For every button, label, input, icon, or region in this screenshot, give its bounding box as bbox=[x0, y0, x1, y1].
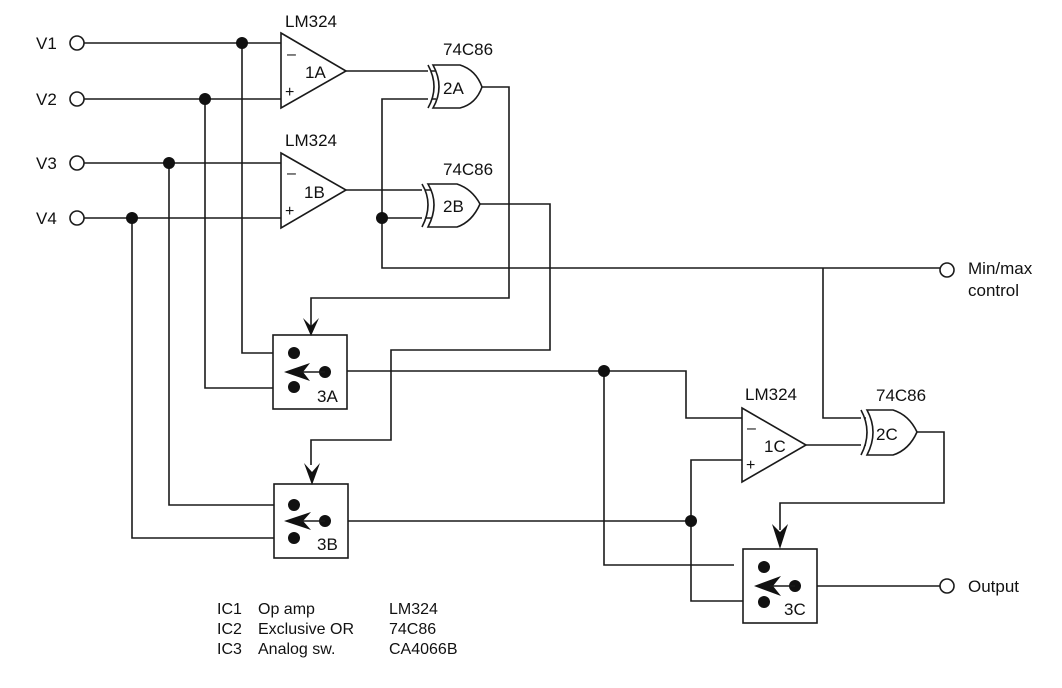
wire-3a-common bbox=[300, 370, 742, 419]
opamp-1a: – + 1A LM324 bbox=[280, 12, 348, 110]
switch-id: 3A bbox=[317, 387, 338, 406]
switch-contact bbox=[288, 499, 300, 511]
control-label-line1: Min/max bbox=[968, 259, 1033, 278]
opamp-plus: + bbox=[285, 84, 294, 101]
junction-dot bbox=[199, 93, 211, 105]
terminal-v1[interactable] bbox=[69, 35, 85, 51]
wire-2b-to-3b bbox=[310, 203, 551, 465]
opamp-part: LM324 bbox=[745, 385, 797, 404]
opamp-plus: + bbox=[285, 203, 294, 220]
opamp-symbol bbox=[741, 406, 808, 484]
legend-part: LM324 bbox=[389, 601, 438, 618]
input-label-v3: V3 bbox=[36, 154, 57, 173]
output-terminal: Output bbox=[939, 577, 1019, 596]
xor-part: 74C86 bbox=[443, 160, 493, 179]
switch-3b: 3B bbox=[273, 463, 349, 559]
xor-symbol bbox=[865, 409, 918, 456]
wire-3a-to-3c bbox=[603, 371, 734, 566]
wire-2c-to-3c bbox=[779, 431, 945, 530]
output-label: Output bbox=[968, 577, 1019, 596]
junction-dot bbox=[598, 365, 610, 377]
xor-2c: 2C 74C86 bbox=[860, 386, 926, 456]
xor-part: 74C86 bbox=[443, 40, 493, 59]
opamp-1c: – + 1C LM324 bbox=[741, 385, 808, 484]
parts-legend: IC1 Op amp LM324 IC2 Exclusive OR 74C86 … bbox=[217, 601, 458, 658]
wire-minmax-2c bbox=[822, 268, 866, 419]
opamp-1b: – + 1B LM324 bbox=[280, 131, 348, 230]
opamp-symbol bbox=[280, 31, 348, 110]
input-terminals: V1 V2 V3 V4 bbox=[36, 34, 85, 228]
opamp-id: 1C bbox=[764, 437, 786, 456]
control-label-line2: control bbox=[968, 281, 1019, 300]
wire-3b-to-3c bbox=[690, 459, 760, 602]
switch-contact bbox=[288, 347, 300, 359]
xor-input-curve bbox=[860, 409, 868, 456]
terminal-v2[interactable] bbox=[69, 91, 85, 107]
xor-symbol bbox=[426, 183, 481, 228]
opamp-minus: – bbox=[747, 420, 756, 437]
wire-v4-to-3b bbox=[131, 218, 290, 539]
switch-wiper-icon bbox=[284, 363, 310, 381]
legend-ic: IC3 bbox=[217, 641, 242, 658]
terminal-output[interactable] bbox=[939, 578, 955, 594]
input-wires bbox=[84, 42, 290, 539]
terminal-v4[interactable] bbox=[69, 210, 85, 226]
legend-ic: IC2 bbox=[217, 621, 242, 638]
switch-contact bbox=[758, 561, 770, 573]
legend-desc: Op amp bbox=[258, 601, 315, 618]
xor-id: 2B bbox=[443, 197, 464, 216]
xor-input-curve bbox=[421, 183, 429, 228]
switch-id: 3B bbox=[317, 535, 338, 554]
legend-desc: Analog sw. bbox=[258, 641, 335, 658]
wire-2a-to-3a bbox=[310, 86, 510, 328]
switch-wiper-icon bbox=[754, 576, 781, 596]
switch-wiper-icon bbox=[284, 512, 311, 530]
switch-contact bbox=[288, 381, 300, 393]
terminal-minmax-control[interactable] bbox=[939, 262, 955, 278]
opamp-part: LM324 bbox=[285, 131, 337, 150]
opamp-part: LM324 bbox=[285, 12, 337, 31]
junction-dot bbox=[685, 515, 697, 527]
xor-input-curve bbox=[427, 64, 435, 109]
switch-3c: 3C bbox=[742, 524, 818, 624]
legend-ic: IC1 bbox=[217, 601, 242, 618]
opamp-symbol bbox=[280, 151, 348, 230]
wire-v2-to-3a bbox=[204, 99, 290, 389]
xor-id: 2A bbox=[443, 79, 464, 98]
control-arrow-icon bbox=[772, 524, 788, 549]
opamp-id: 1B bbox=[304, 183, 325, 202]
terminal-v3[interactable] bbox=[69, 155, 85, 171]
junction-dot bbox=[376, 212, 388, 224]
junction-dot bbox=[236, 37, 248, 49]
junction-dot bbox=[126, 212, 138, 224]
junctions bbox=[126, 37, 697, 527]
legend-desc: Exclusive OR bbox=[258, 621, 354, 638]
switch-contact bbox=[758, 596, 770, 608]
xor-2b: 2B 74C86 bbox=[421, 160, 493, 228]
control-arrow-icon bbox=[303, 318, 319, 336]
xor-2a: 2A 74C86 bbox=[427, 40, 493, 109]
wire-minmax-bus bbox=[381, 98, 940, 269]
opamp-minus: – bbox=[287, 165, 296, 182]
input-label-v2: V2 bbox=[36, 90, 57, 109]
control-arrow-icon bbox=[304, 463, 320, 485]
switch-id: 3C bbox=[784, 600, 806, 619]
xor-id: 2C bbox=[876, 425, 898, 444]
opamp-id: 1A bbox=[305, 63, 326, 82]
switch-contact bbox=[288, 532, 300, 544]
minmax-control-terminal: Min/max control bbox=[939, 259, 1033, 300]
xor-part: 74C86 bbox=[876, 386, 926, 405]
input-label-v4: V4 bbox=[36, 209, 57, 228]
wire-v3-to-3b bbox=[168, 163, 290, 506]
switch-3a: 3A bbox=[272, 318, 348, 410]
opamp-plus: + bbox=[746, 457, 755, 474]
input-label-v1: V1 bbox=[36, 34, 57, 53]
legend-part: CA4066B bbox=[389, 641, 458, 658]
junction-dot bbox=[163, 157, 175, 169]
legend-part: 74C86 bbox=[389, 621, 436, 638]
opamp-minus: – bbox=[287, 46, 296, 63]
xor-symbol bbox=[431, 64, 483, 109]
